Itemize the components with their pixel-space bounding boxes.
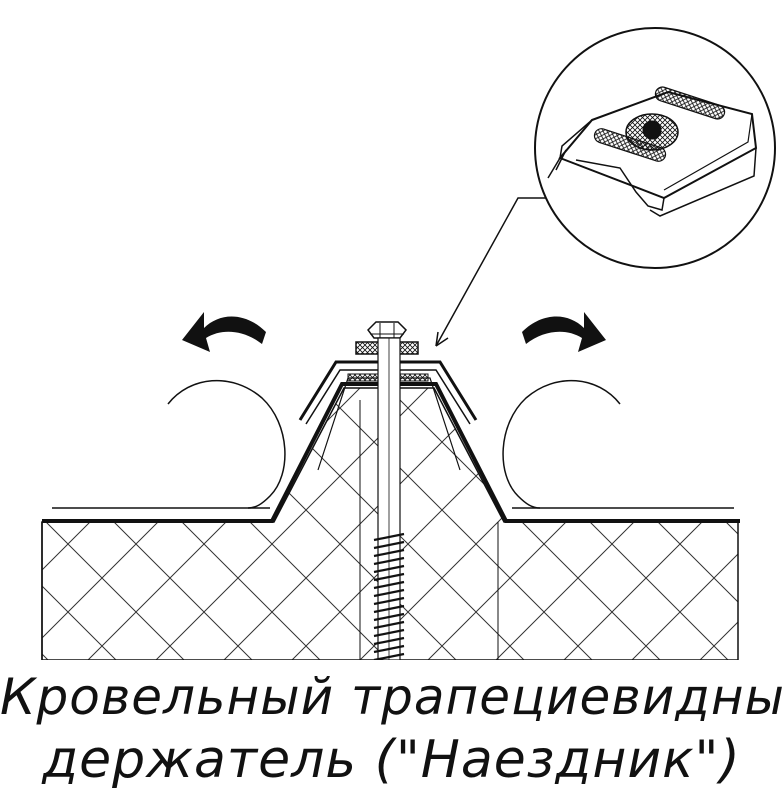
nut-icon <box>367 321 407 339</box>
curved-arrow-left-icon <box>182 312 266 352</box>
detail-callout-circle <box>534 27 776 269</box>
roof-holder-diagram <box>41 27 776 660</box>
curved-arrow-right-icon <box>522 312 606 352</box>
membrane-fold-left <box>167 379 286 509</box>
detail-leader-arrow <box>435 197 546 347</box>
bolt-icon <box>373 337 405 660</box>
membrane-fold-right <box>502 379 621 509</box>
caption-line-2: держатель ("Наездник") <box>42 730 741 790</box>
caption-line-1: Кровельный трапециевидный <box>0 668 783 726</box>
